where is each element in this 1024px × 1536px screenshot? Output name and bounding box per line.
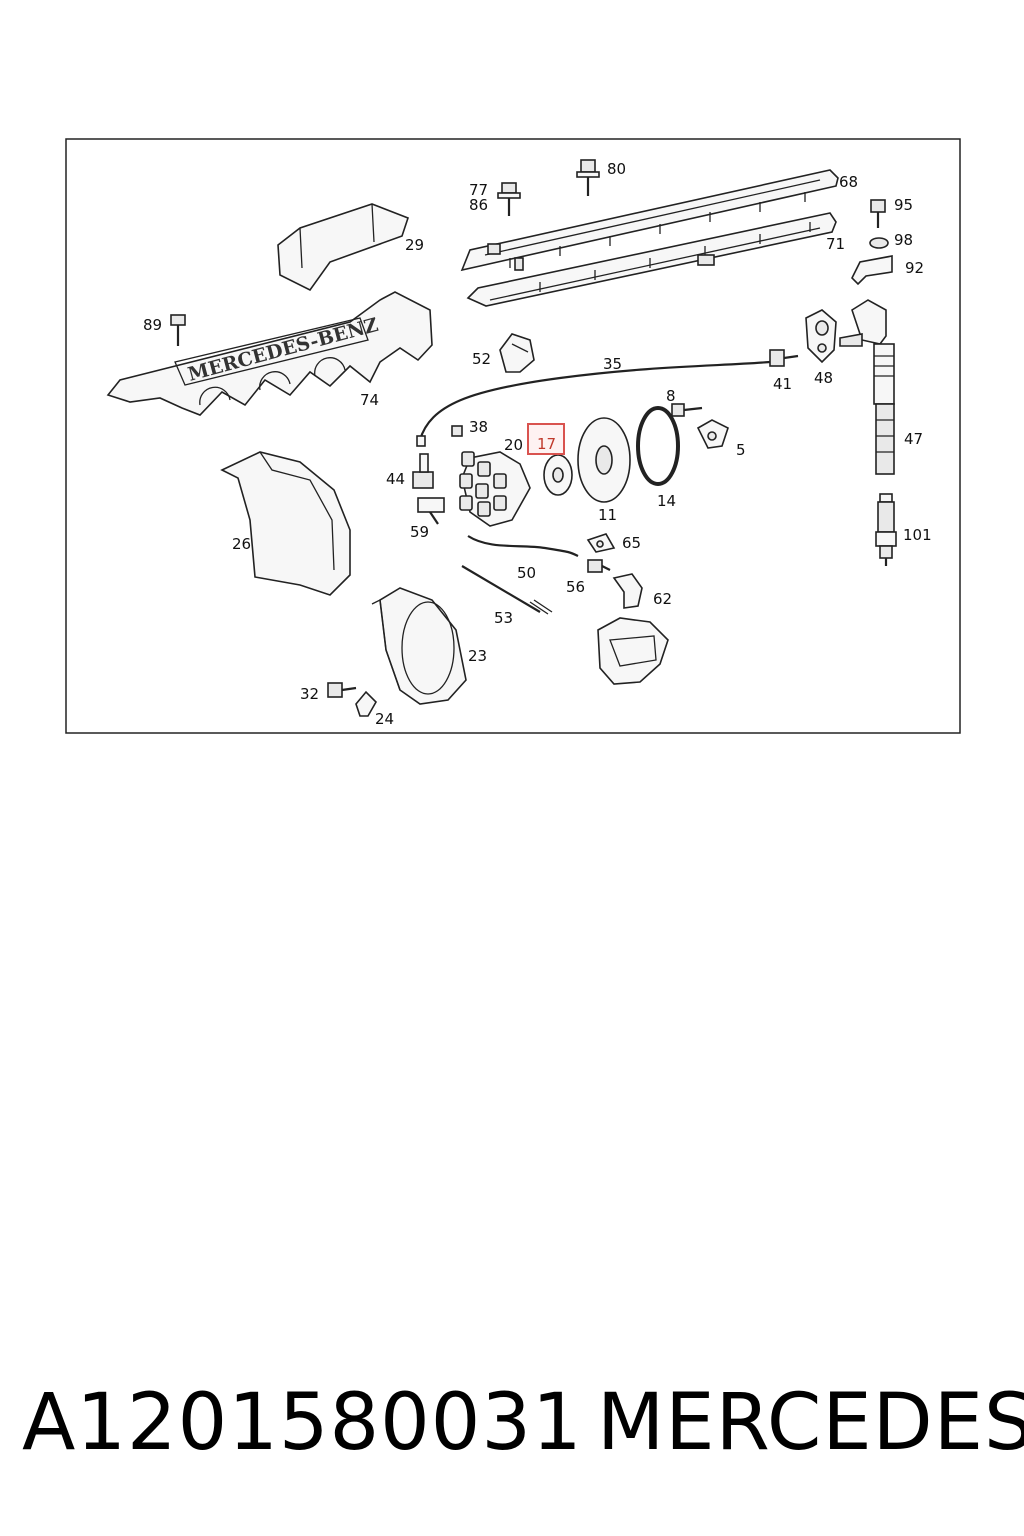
callout-56[interactable]: 56 [566,578,585,596]
part-52-connector [499,333,535,373]
part-77-86-bolt [497,182,521,216]
callout-29[interactable]: 29 [405,236,424,254]
part-65-plate [586,533,616,553]
callout-86[interactable]: 86 [469,196,488,214]
callout-101[interactable]: 101 [903,526,932,544]
distributor-base [597,617,669,685]
callout-77[interactable]: 77 [469,181,488,199]
parts-diagram: MERCEDES-BENZ [0,0,1024,760]
callout-14[interactable]: 14 [657,492,676,510]
callout-50[interactable]: 50 [517,564,536,582]
callout-38[interactable]: 38 [469,418,488,436]
part-62-elbow [612,573,643,609]
part-32-bolt [327,682,357,698]
footer: A1201580031 MERCEDES [0,1378,1024,1468]
part-47-boot [839,299,895,475]
part-24-clamp [355,690,377,717]
part-48-clip [805,309,837,364]
callout-8[interactable]: 8 [666,387,676,405]
callout-59[interactable]: 59 [410,523,429,541]
callout-48[interactable]: 48 [814,369,833,387]
callout-62[interactable]: 62 [653,590,672,608]
part-26-shield [220,451,351,596]
callout-26[interactable]: 26 [232,535,251,553]
callout-95[interactable]: 95 [894,196,913,214]
part-38-nut [451,425,463,437]
callout-17[interactable]: 17 [537,435,556,453]
part-23-housing [371,587,467,705]
callout-23[interactable]: 23 [468,647,487,665]
part-17-rotor [543,454,573,496]
part-5-sensor [696,419,729,449]
part-41-plug [769,349,799,367]
callout-5[interactable]: 5 [736,441,746,459]
part-92-bracket [851,255,893,286]
part-8-screw [671,403,703,417]
part-68-rail [460,169,839,272]
callout-11[interactable]: 11 [598,506,617,524]
part-53-rod [461,565,553,615]
callout-98[interactable]: 98 [894,231,913,249]
callout-71[interactable]: 71 [826,235,845,253]
callout-53[interactable]: 53 [494,609,513,627]
callout-32[interactable]: 32 [300,685,319,703]
part-35-wire [416,360,771,447]
part-101-spark-plug [875,493,897,566]
callout-35[interactable]: 35 [603,355,622,373]
diagram-canvas: MERCEDES-BENZ [65,138,961,734]
callout-41[interactable]: 41 [773,375,792,393]
part-59-connector [417,497,445,525]
callout-92[interactable]: 92 [905,259,924,277]
part-50-hose [467,535,579,557]
callout-20[interactable]: 20 [504,436,523,454]
part-20-distributor-cap [459,451,531,527]
part-11-disk [577,417,631,503]
callout-89[interactable]: 89 [143,316,162,334]
part-98-washer [869,237,889,249]
callout-68[interactable]: 68 [839,173,858,191]
part-29-cover [277,203,409,292]
part-95-bolt [870,199,886,228]
part-56-fitting [587,559,611,573]
callout-52[interactable]: 52 [472,350,491,368]
callout-80[interactable]: 80 [607,160,626,178]
callout-17-highlight[interactable] [527,423,565,455]
part-80-bolt [576,159,600,196]
part-44-connector [412,453,434,489]
part-14-ring [636,406,680,486]
part-89-bolt [170,314,186,346]
part-71-rail [466,212,837,307]
callout-24[interactable]: 24 [375,710,394,728]
brand-name: MERCEDES [597,1378,1024,1468]
part-number: A1201580031 [22,1378,583,1468]
diagram-border [65,138,961,734]
callout-44[interactable]: 44 [386,470,405,488]
callout-47[interactable]: 47 [904,430,923,448]
callout-74[interactable]: 74 [360,391,379,409]
callout-65[interactable]: 65 [622,534,641,552]
callout-labels: 80 77 86 68 95 98 92 71 29 89 52 35 41 4… [143,160,932,728]
